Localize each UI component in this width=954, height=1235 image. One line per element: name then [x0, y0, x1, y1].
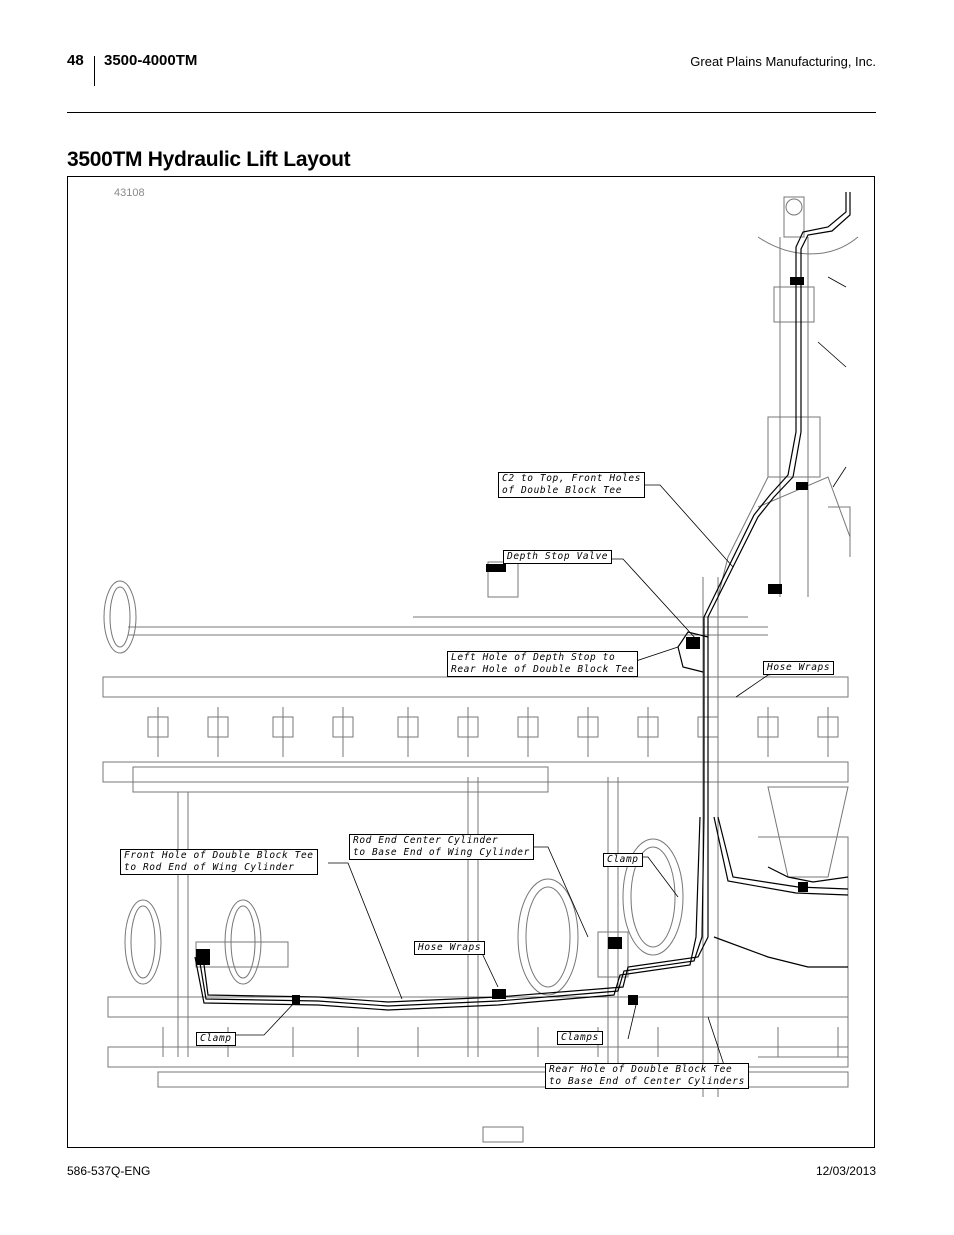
callout-clamp-center: Clamp: [603, 853, 643, 867]
callout-line: Rod End Center Cylinder: [353, 835, 499, 846]
callout-line: Rear Hole of Double Block Tee: [549, 1064, 733, 1075]
callout-line: Clamp: [200, 1033, 232, 1044]
callout-c2-to-top-front-holes: C2 to Top, Front Holes of Double Block T…: [498, 472, 646, 498]
callout-line: of Double Block Tee: [502, 485, 623, 496]
callout-hose-wraps-lower: Hose Wraps: [414, 941, 486, 955]
callout-line: Front Hole of Double Block Tee: [124, 850, 314, 861]
section-title: 3500TM Hydraulic Lift Layout: [67, 148, 351, 171]
document-model: 3500-4000TM: [104, 52, 198, 69]
callout-hose-wraps-upper: Hose Wraps: [763, 661, 835, 675]
figure-frame: [67, 176, 875, 1148]
callout-line: Left Hole of Depth Stop to: [451, 652, 616, 663]
footer-doc-number: 586-537Q-ENG: [67, 1164, 151, 1178]
callout-line: Hose Wraps: [767, 662, 831, 673]
page-number: 48: [67, 52, 84, 69]
callout-depth-stop-valve: Depth Stop Valve: [503, 550, 613, 564]
callout-line: to Rod End of Wing Cylinder: [124, 862, 295, 873]
callout-left-hole-depth-stop: Left Hole of Depth Stop to Rear Hole of …: [447, 651, 639, 677]
figure-id: 43108: [114, 187, 145, 199]
header-rule: [67, 112, 876, 113]
callout-line: Rear Hole of Double Block Tee: [451, 664, 635, 675]
callout-rear-hole-double-block-tee: Rear Hole of Double Block Tee to Base En…: [545, 1063, 749, 1089]
company-name: Great Plains Manufacturing, Inc.: [690, 54, 876, 69]
callout-line: Depth Stop Valve: [507, 551, 609, 562]
callout-line: C2 to Top, Front Holes: [502, 473, 642, 484]
callout-line: to Base End of Wing Cylinder: [353, 847, 530, 858]
callout-clamps: Clamps: [557, 1031, 603, 1045]
callout-front-hole-double-block-tee: Front Hole of Double Block Tee to Rod En…: [120, 849, 318, 875]
header-divider: [94, 56, 95, 86]
footer-date: 12/03/2013: [815, 1164, 876, 1178]
callout-clamp-left: Clamp: [196, 1032, 236, 1046]
callout-rod-end-center-cylinder: Rod End Center Cylinder to Base End of W…: [349, 834, 534, 860]
callout-line: Hose Wraps: [418, 942, 482, 953]
callout-line: Clamp: [607, 854, 639, 865]
callout-line: to Base End of Center Cylinders: [549, 1076, 745, 1087]
callout-line: Clamps: [561, 1032, 599, 1043]
